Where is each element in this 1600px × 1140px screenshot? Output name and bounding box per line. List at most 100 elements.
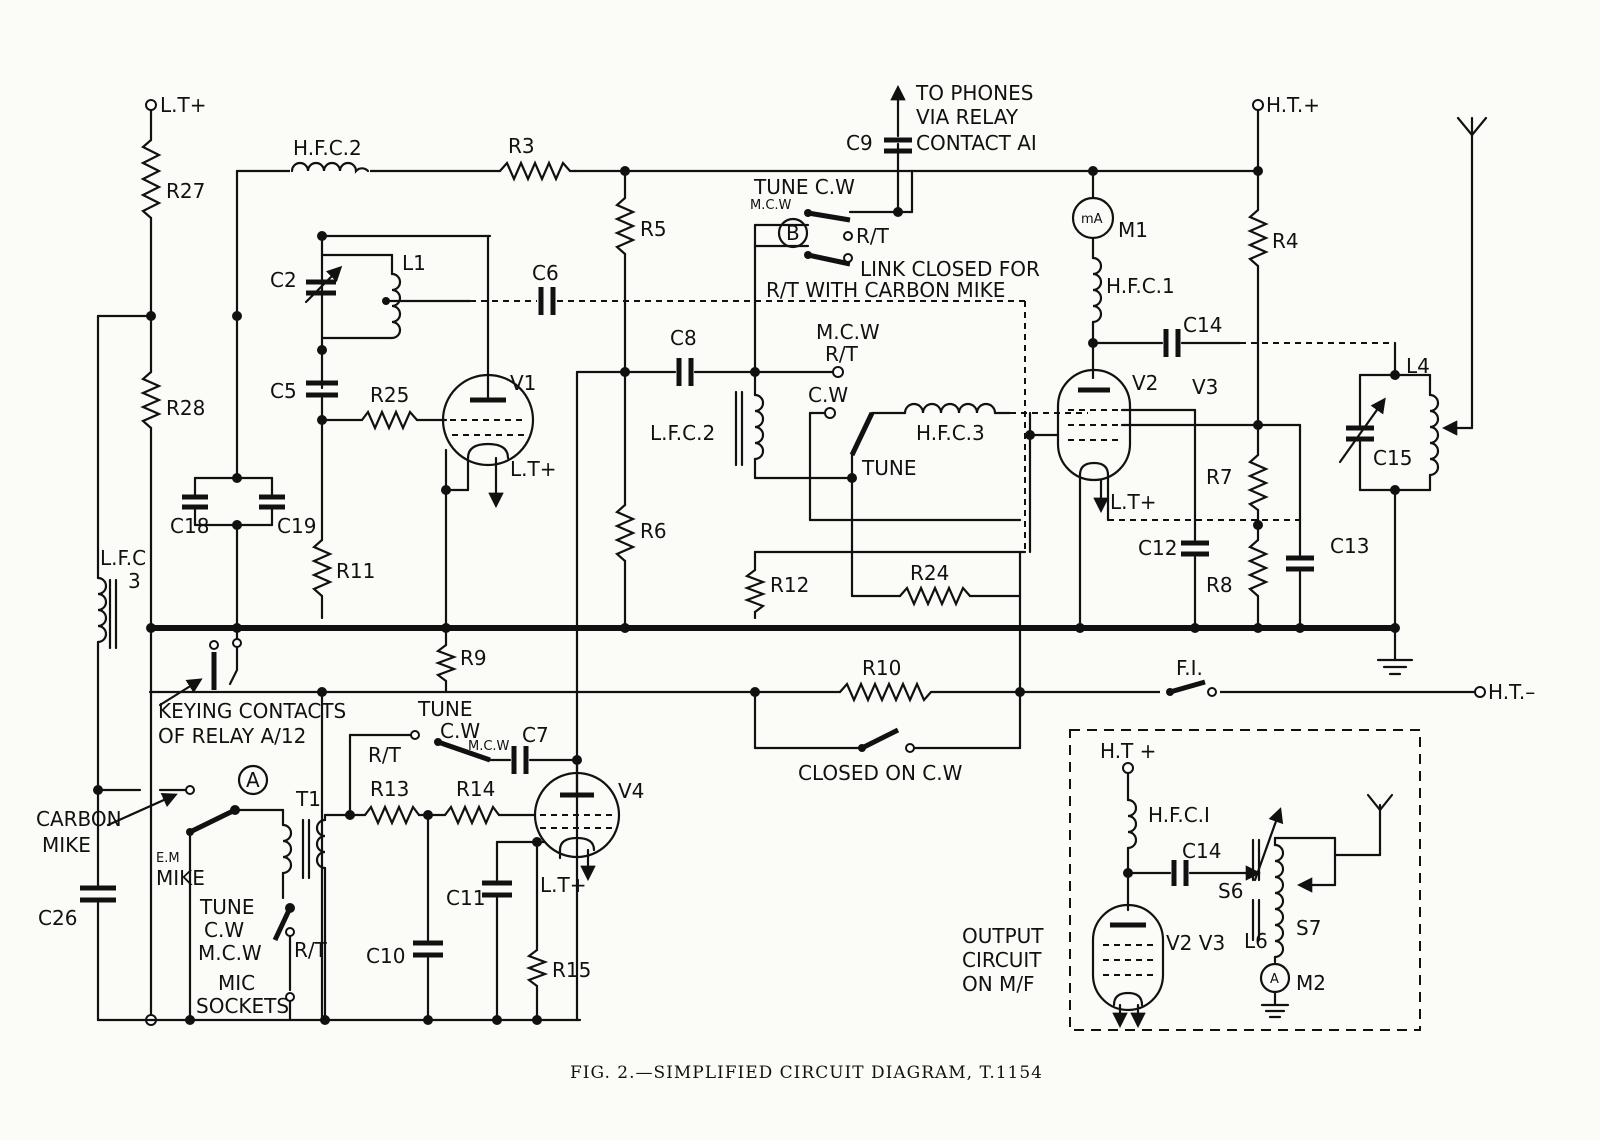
c6-capacitor [470,287,1026,552]
label-closed-cw: CLOSED ON C.W [798,761,963,785]
r24-resistor [850,585,1022,607]
label-switch-b: B [786,221,800,245]
label-c26: C26 [38,906,77,930]
hfc2-choke [290,160,370,178]
label-c14: C14 [1183,313,1222,337]
label-c13: C13 [1330,534,1369,558]
label-lt-plus: L.T+ [160,93,206,117]
label-s7: S7 [1296,916,1321,940]
label-r4: R4 [1272,229,1299,253]
label-c18: C18 [170,514,209,538]
label-l1: L1 [402,251,426,275]
tune-switch-hfc3 [808,402,1088,598]
r4-r7-r8-column [1247,99,1269,633]
label-hfc3: H.F.C.3 [916,421,985,445]
label-inset-c14: C14 [1182,839,1221,863]
label-c10: C10 [366,944,405,968]
label-to-phones-2: VIA RELAY [916,105,1019,129]
switch-a-area [96,764,285,1025]
r25-resistor [320,409,448,431]
c8-capacitor [676,358,844,386]
label-em-1: E.M [156,851,180,866]
label-lt-plus-v1: L.T+ [510,457,556,481]
label-rt-mcw: R/T [825,342,859,366]
t1-transformer [281,813,352,1025]
label-c9: C9 [846,131,873,155]
label-t1: T1 [295,787,321,811]
label-c8: C8 [670,326,697,350]
label-hfc1: H.F.C.1 [1106,274,1175,298]
label-lfc3-1: L.F.C [100,546,146,570]
label-mic-2: SOCKETS [196,994,289,1018]
inset-output-circuit [1069,729,1421,1031]
v2-valve [1025,368,1302,633]
label-r12: R12 [770,573,809,597]
label-l6: L6 [1244,929,1268,953]
label-ma: mA [1081,212,1103,227]
label-c6: C6 [532,261,559,285]
label-r13: R13 [370,777,409,801]
c12-capacitor [1181,540,1209,633]
label-r28: R28 [166,396,205,420]
label-r15: R15 [552,958,591,982]
label-to-phones-1: TO PHONES [915,81,1033,105]
c18-c19-capacitors [182,169,285,633]
label-lt-plus-v2: L.T+ [1110,490,1156,514]
label-r11: R11 [336,559,375,583]
mic-switch [272,903,295,1022]
label-mcw-v4: M.C.W [468,739,510,754]
label-r10: R10 [862,656,901,680]
l4-c15-tank [1338,370,1440,633]
r12-resistor [743,550,1027,620]
label-inset-hfc1: H.F.C.I [1148,803,1210,827]
label-ht-plus: H.T.+ [1266,93,1320,117]
label-r6: R6 [640,519,667,543]
label-c7: C7 [522,723,549,747]
label-s6: S6 [1218,879,1243,903]
label-rt-mic: R/T [294,938,328,962]
label-tune-cw: TUNE C.W [753,175,855,199]
label-c19: C19 [277,514,316,538]
v4-valve [482,758,621,1025]
label-r8: R8 [1206,573,1233,597]
label-l4: L4 [1406,354,1430,378]
label-c15: C15 [1373,446,1412,470]
label-r14: R14 [456,777,495,801]
label-em-2: MIKE [156,866,205,890]
keying-contacts [158,626,242,707]
label-inset-htplus: H.T + [1100,739,1156,763]
label-r3: R3 [508,134,535,158]
label-r9: R9 [460,646,487,670]
label-output-2: CIRCUIT [962,948,1042,972]
switch-b-area [753,142,914,267]
label-mcw: M.C.W [816,320,880,344]
label-v2: V2 [1132,371,1158,395]
label-m2: M2 [1296,971,1326,995]
label-rt-b: R/T [856,224,890,248]
label-carbon-1: CARBON [36,807,122,831]
c13-capacitor [1286,555,1314,633]
label-cw: C.W [808,383,848,407]
label-tune: TUNE [861,456,916,480]
label-mcw-small: M.C.W [750,198,792,213]
label-lt-plus-v4: L.T+ [540,873,586,897]
label-to-phones-3: CONTACT AI [916,131,1037,155]
label-ammeter: A [1270,972,1279,987]
r13-r14-resistors [345,730,537,1025]
c9-capacitor [884,84,912,154]
label-v3: V3 [1192,375,1218,399]
r9-resistor [317,626,458,1022]
label-r27: R27 [166,179,205,203]
label-cw-v4: C.W [440,719,480,743]
fuse-f1 [1160,679,1486,702]
label-c12: C12 [1138,536,1177,560]
label-switch-a: A [246,768,260,792]
label-r25: R25 [370,383,409,407]
label-hfc2: H.F.C.2 [293,136,362,160]
label-mcw-mic: M.C.W [198,941,262,965]
label-carbon-2: MIKE [42,833,91,857]
label-mic-1: MIC [218,971,255,995]
label-tune-mic: TUNE [199,895,254,919]
label-r5: R5 [640,217,667,241]
label-lfc3-2: 3 [128,569,141,593]
